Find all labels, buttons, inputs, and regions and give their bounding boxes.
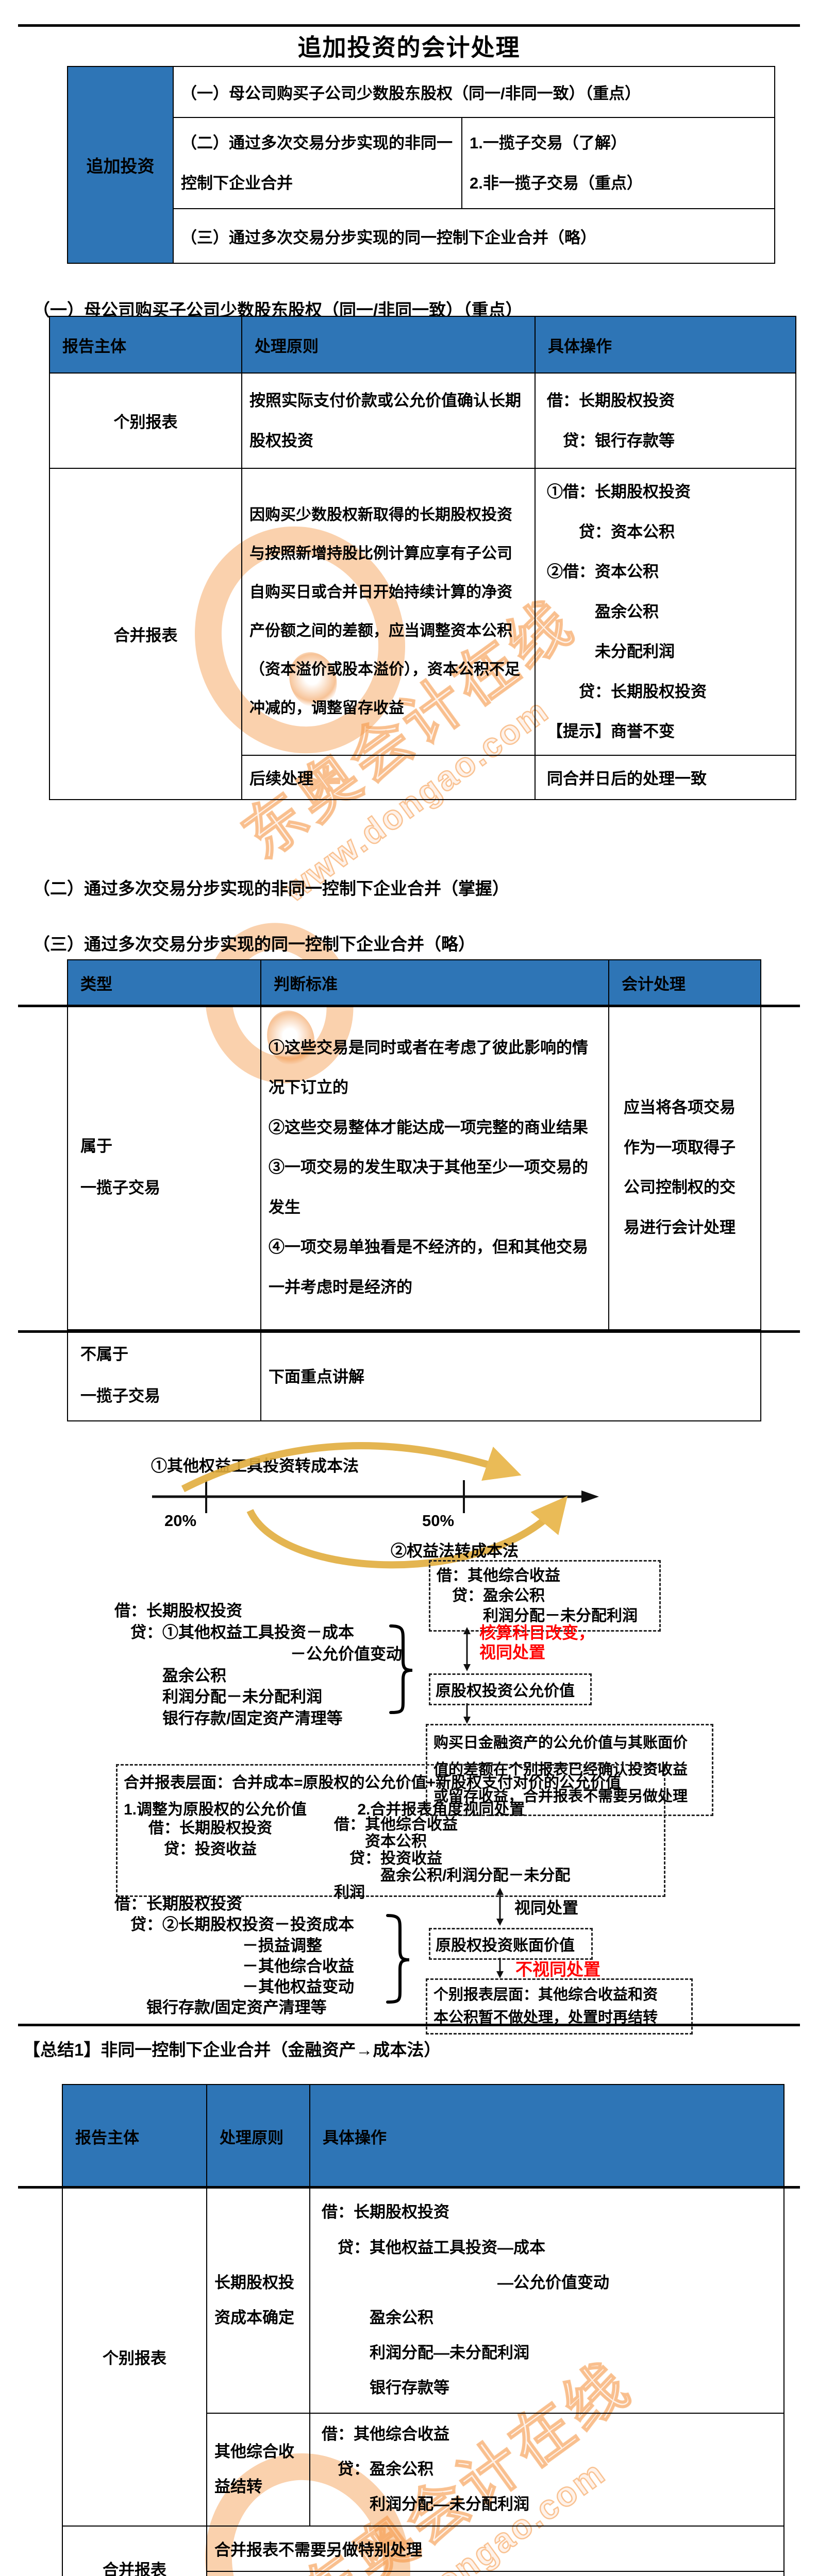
summary1-table: 报告主体 处理原则 具体操作 个别报表 长期股权投资成本确定 借：长期股权投资 … (62, 2084, 784, 2576)
down-arrow (496, 1958, 504, 1978)
treatment-cell: 应当将各项交易作为一项取得子公司控制权的交易进行会计处理 (608, 1005, 761, 1330)
table-row: 后续处理 同合并日后的处理一致 (49, 754, 796, 800)
subject-cell: 个别报表 (62, 2187, 207, 2527)
principle-cell: 按照实际支付价款或公允价值确认长期股权投资 (241, 372, 536, 469)
table-row: 不属于 一揽子交易 下面重点讲解 (67, 1329, 761, 1421)
overview-item-2-subitems: 1.一揽子交易（了解） 2.非一揽子交易（重点） (461, 117, 775, 209)
table-row: 属于 一揽子交易 ①这些交易是同时或者在考虑了彼此影响的情况下订立的 ②这些交易… (67, 1005, 761, 1330)
table-row: 合并报表 因购买少数股权新取得的长期股权投资与按照新增持股比例计算应享有子公司自… (49, 468, 796, 800)
step-2: 2.合并报表角度视同处置 (357, 1801, 525, 1818)
col-header-treatment: 会计处理 (608, 959, 761, 1006)
deemed-disposal-label: 视同处置 (514, 1899, 578, 1917)
table-row: 合并报表 合并报表不需要另做特别处理 (62, 2525, 784, 2576)
overview-item-2: （二）通过多次交易分步实现的非同一控制下企业合并 (173, 117, 462, 209)
section-heading-3: （三）通过多次交易分步实现的同一控制下企业合并（略） (33, 935, 475, 954)
book-value-box: 原股权投资账面价值 (429, 1928, 593, 1960)
operation-cell: 借：其他综合收益 贷：盈余公积 利润分配—未分配利润 (309, 2413, 784, 2527)
tick-label-50: 50% (422, 1512, 455, 1530)
col-header-principle: 处理原则 (206, 2084, 310, 2188)
overview-subject: 追加投资 (67, 66, 174, 264)
table-row: 个别报表 按照实际支付价款或公允价值确认长期股权投资 借：长期股权投资 贷：银行… (49, 372, 796, 469)
fv-difference-note-box: 购买日金融资产的公允价值与其账面价 值的差额在个别报表已经确认投资收益 或留存收… (426, 1724, 713, 1816)
principle-cell: 长期股权投资成本确定 (206, 2187, 310, 2414)
col-header-subject: 报告主体 (49, 316, 242, 374)
page-title: 追加投资的会计处理 (297, 34, 521, 61)
up-down-arrow (463, 1627, 471, 1671)
merge-cost-formula: 合并报表层面：合并成本=原股权的公允价值+新股权支付对价的公允价值 (124, 1774, 622, 1791)
not-deemed-disposal-label: 不视同处置 (515, 1960, 600, 1979)
operation-cell: ①借：长期股权投资 贷：资本公积 ②借：资本公积 盈余公积 未分配利润 贷：长期… (535, 468, 796, 756)
fair-value-box: 原股权投资公允价值 (429, 1673, 592, 1705)
brace-right (386, 1914, 410, 2004)
overview-item-3: （三）通过多次交易分步实现的同一控制下企业合并（略） (173, 208, 775, 264)
operation-cell: 借：长期股权投资 贷：其他权益工具投资—成本 —公允价值变动 盈余公积 利润分配… (309, 2187, 784, 2414)
divider (18, 2024, 800, 2026)
step-1: 1.调整为原股权的公允价值 (124, 1801, 307, 1818)
table-row: 其他综合收益结转 借：其他综合收益 贷：盈余公积 利润分配—未分配利润 (62, 2413, 784, 2527)
note-cell: 同前面基本步骤 (206, 2570, 784, 2576)
journal-entry-right: 借：其他综合收益 资本公积 贷：投资收益 盈余公积/利润分配－未分配 利润 (334, 1816, 571, 1901)
table-row: 同前面基本步骤 (62, 2570, 784, 2576)
col-header-operation: 具体操作 (535, 316, 796, 374)
overview-item-1: （一）母公司购买子公司少数股东股权（同一/非同一致）（重点） (173, 66, 775, 118)
col-header-subject: 报告主体 (62, 2084, 207, 2188)
note-cell: 合并报表不需要另做特别处理 (206, 2525, 784, 2572)
divider (18, 2186, 800, 2189)
divider (18, 1005, 800, 1007)
criteria-cell: ①这些交易是同时或者在考虑了彼此影响的情况下订立的 ②这些交易整体才能达成一项完… (260, 1005, 609, 1330)
summary-heading-1: 【总结1】非同一控制下企业合并（金融资产→成本法） (23, 2040, 441, 2059)
tick-label-20: 20% (164, 1512, 197, 1530)
consolidated-level-box: 合并报表层面：合并成本=原股权的公允价值+新股权支付对价的公允价值 1.调整为原… (116, 1764, 665, 1901)
bundle-transaction-table: 类型 判断标准 会计处理 属于 一揽子交易 ①这些交易是同时或者在考虑了彼此影响… (67, 959, 761, 1421)
subject-cell: 个别报表 (49, 372, 242, 469)
separate-statement-note-box: 个别报表层面：其他综合收益和资 本公积暂不做处理，处置时再结转 (426, 1978, 693, 2035)
minority-purchase-table: 报告主体 处理原则 具体操作 个别报表 按照实际支付价款或公允价值确认长期股权投… (49, 316, 796, 800)
col-header-operation: 具体操作 (309, 2084, 784, 2188)
divider (18, 24, 800, 27)
oci-transfer-entry-box: 借：其他综合收益 贷：盈余公积 利润分配－未分配利润 (429, 1560, 661, 1632)
col-header-criteria: 判断标准 (260, 959, 609, 1006)
overview-item-2-sub2: 2.非一揽子交易（重点） (470, 174, 643, 192)
up-down-arrow (496, 1888, 504, 1926)
table-row: 个别报表 长期股权投资成本确定 借：长期股权投资 贷：其他权益工具投资—成本 —… (62, 2187, 784, 2527)
type-cell: 不属于 一揽子交易 (67, 1329, 261, 1421)
principle-cell: 后续处理 (241, 754, 536, 800)
journal-entry-left: 借：长期股权投资 贷：投资收益 (148, 1820, 272, 1858)
journal-entry-2: 借：长期股权投资 贷：②长期股权投资－投资成本 －损益调整 －其他综合收益 －其… (114, 1895, 354, 2017)
brace-right (389, 1624, 413, 1714)
subject-cell: 合并报表 (49, 468, 242, 800)
principle-cell: 其他综合收益结转 (206, 2413, 310, 2527)
col-header-type: 类型 (67, 959, 261, 1006)
journal-entry-1: 借：长期股权投资 贷：①其他权益工具投资－成本 －公允价值变动 盈余公积 利润分… (114, 1602, 402, 1728)
operation-cell: 同合并日后的处理一致 (535, 754, 796, 800)
overview-table: 追加投资 （一）母公司购买子公司少数股东股权（同一/非同一致）（重点） （二）通… (67, 66, 775, 264)
section-heading-2: （二）通过多次交易分步实现的非同一控制下企业合并（掌握） (33, 879, 509, 898)
type-cell: 属于 一揽子交易 (67, 1005, 261, 1330)
diagram-note-2: ②权益法转成本法 (391, 1542, 519, 1560)
down-arrow (463, 1703, 471, 1724)
note-cell: 下面重点讲解 (260, 1329, 761, 1421)
subject-cell: 合并报表 (62, 2525, 207, 2576)
overview-item-2-sub1: 1.一揽子交易（了解） (470, 134, 627, 152)
principle-cell: 因购买少数股权新取得的长期股权投资与按照新增持股比例计算应享有子公司自购买日或合… (241, 468, 536, 756)
timeline-diagram (152, 1442, 599, 1569)
divider (18, 1330, 800, 1333)
col-header-principle: 处理原则 (241, 316, 536, 374)
red-note-account-change: 核算科目改变， 视同处置 (479, 1623, 595, 1662)
operation-cell: 借：长期股权投资 贷：银行存款等 (535, 372, 796, 469)
steps-row: 1.调整为原股权的公允价值 2.合并报表角度视同处置 (124, 1797, 658, 1819)
